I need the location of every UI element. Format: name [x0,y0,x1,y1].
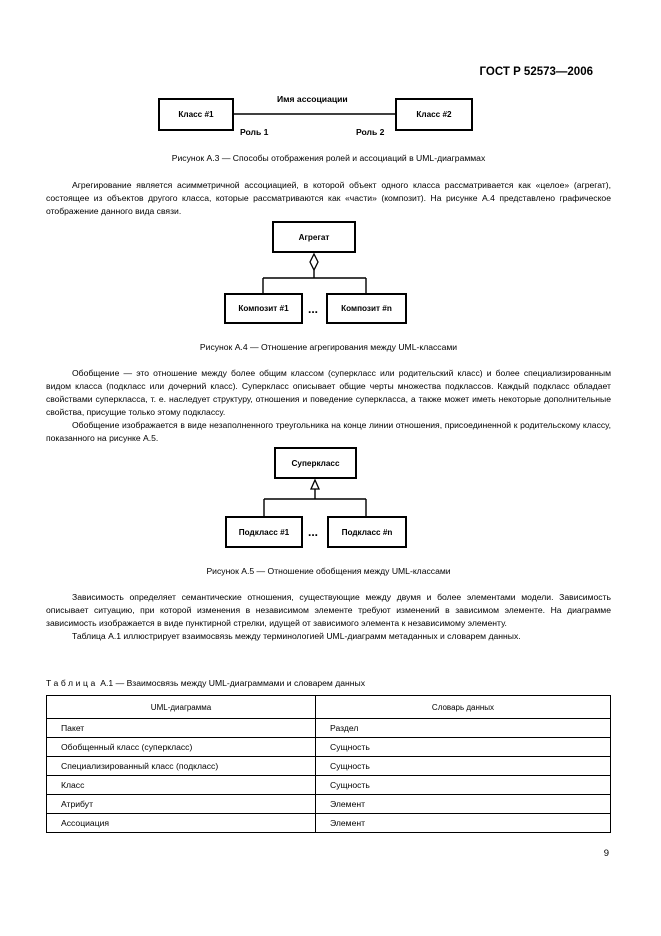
paragraphs-generalization: Обобщение — это отношение между более об… [46,367,611,445]
table-cell: Пакет [46,718,316,738]
paragraphs-dependency: Зависимость определяет семантические отн… [46,591,611,643]
paragraph-generalization-2: Обобщение изображается в виде незаполнен… [46,420,611,443]
table-caption-label: Таблица [46,678,98,688]
subclass-1-label: Подкласс #1 [238,527,290,537]
page-number: 9 [603,848,609,859]
uml-dictionary-table: UML-диаграмма Словарь данных Пакет Разде… [46,695,611,833]
table-row: Обобщенный класс (суперкласс) Сущность [46,737,611,757]
role-1-label: Роль 1 [240,127,269,137]
aggregation-diamond [309,252,319,272]
table-cell: Класс [46,775,316,795]
subclass-n-label: Подкласс #n [341,527,393,537]
role-2-label: Роль 2 [356,127,385,137]
composite-n-label: Композит #n [341,304,392,313]
table-cell: Сущность [315,756,611,776]
figure-a4-caption: Рисунок А.4 — Отношение агрегирования ме… [199,342,458,352]
table-cell: Обобщенный класс (суперкласс) [46,737,316,757]
paragraph-dependency-2: Таблица А.1 иллюстрирует взаимосвязь меж… [72,631,521,641]
paragraph-aggregation: Агрегирование является асимметричной асс… [46,179,611,218]
composite-1-box: Композит #1 [224,293,303,324]
table-cell: Ассоциация [46,813,316,833]
composite-ellipsis: ... [308,302,319,316]
paragraph-generalization-1: Обобщение — это отношение между более об… [46,368,611,417]
class-2-box: Класс #2 [395,98,473,131]
table-caption-text: А.1 — Взаимосвязь между UML-диаграммами … [100,678,365,688]
table-row: Ассоциация Элемент [46,813,611,833]
table-row: Пакет Раздел [46,718,611,738]
table-caption: Таблица А.1 — Взаимосвязь между UML-диаг… [46,678,365,688]
table-cell: Сущность [315,775,611,795]
table-header-row: UML-диаграмма Словарь данных [46,695,611,719]
table-cell: Специализированный класс (подкласс) [46,756,316,776]
subclass-ellipsis: ... [308,525,319,539]
subclass-n-box: Подкласс #n [327,516,407,548]
table-cell: Сущность [315,737,611,757]
association-name: Имя ассоциации [277,94,348,104]
standard-number: ГОСТ Р 52573—2006 [479,66,593,78]
table-cell: Раздел [315,718,611,738]
table-header-dictionary: Словарь данных [315,695,611,719]
composite-1-label: Композит #1 [238,304,289,313]
figure-a3-caption: Рисунок А.3 — Способы отображения ролей … [171,153,486,163]
superclass-label: Суперкласс [291,458,340,468]
superclass-box: Суперкласс [274,447,357,479]
table-header-uml: UML-диаграмма [46,695,316,719]
aggregate-label: Агрегат [298,232,330,242]
composite-n-box: Композит #n [326,293,407,324]
class-2-label: Класс #2 [416,110,452,119]
aggregate-box: Агрегат [272,221,356,253]
table-cell: Атрибут [46,794,316,814]
table-cell: Элемент [315,813,611,833]
table-row: Атрибут Элемент [46,794,611,814]
figure-a5-caption: Рисунок А.5 — Отношение обобщения между … [206,566,451,576]
class-1-label: Класс #1 [178,110,214,119]
table-cell: Элемент [315,794,611,814]
table-row: Специализированный класс (подкласс) Сущн… [46,756,611,776]
subclass-1-box: Подкласс #1 [225,516,303,548]
table-row: Класс Сущность [46,775,611,795]
paragraph-aggregation-text: Агрегирование является асимметричной асс… [46,180,611,216]
generalization-triangle [309,478,321,490]
class-1-box: Класс #1 [158,98,234,131]
paragraph-dependency-1: Зависимость определяет семантические отн… [46,592,611,628]
